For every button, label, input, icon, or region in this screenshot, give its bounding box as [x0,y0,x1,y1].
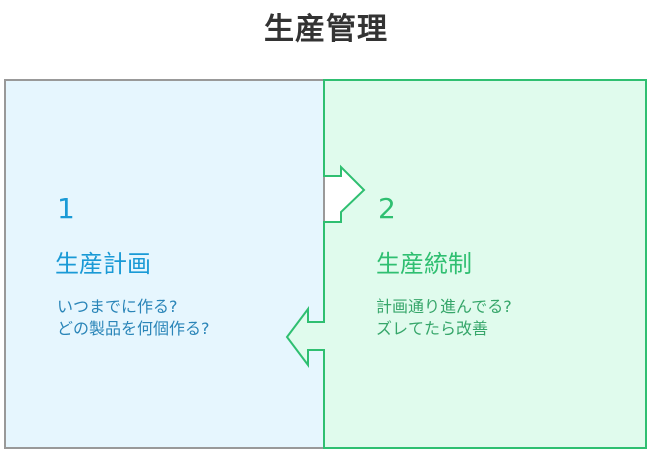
stage-control-line-2: ズレてたら改善 [376,319,489,338]
stage-control-panel [285,79,647,449]
diagram-title: 生産管理 [264,12,388,47]
stage-planning-line-1: いつまでに作る? [57,297,178,316]
stage-planning-panel [4,79,325,449]
stage-planning-heading: 生産計画 [55,250,151,278]
stage-planning-line-2: どの製品を何個作る? [57,319,210,338]
stage-planning-number: 1 [57,192,75,225]
stage-control-number: 2 [378,192,396,225]
stage-control-heading: 生産統制 [376,250,472,278]
stage-control-line-1: 計画通り進んでる? [376,297,512,316]
